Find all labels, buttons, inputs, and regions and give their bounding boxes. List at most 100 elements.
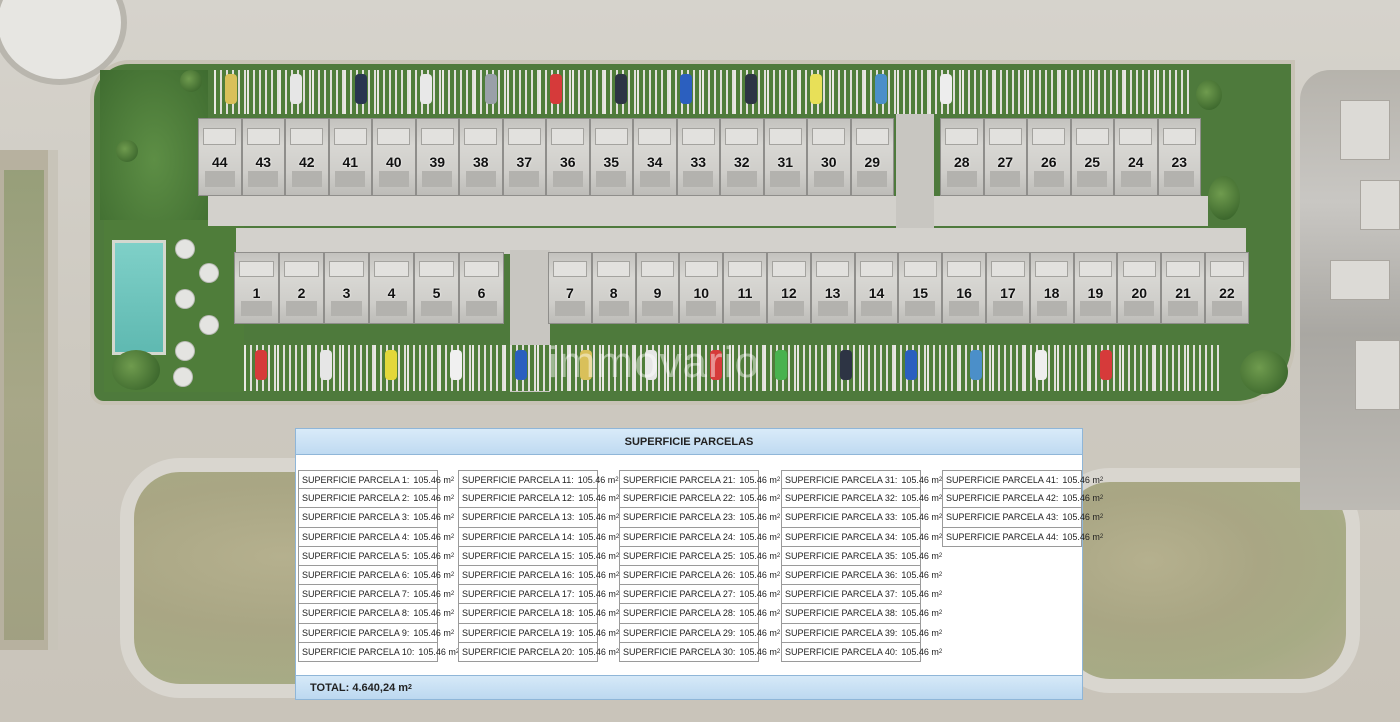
parking-space xyxy=(701,70,734,114)
left-verge xyxy=(4,170,44,640)
car-icon xyxy=(775,349,788,380)
parcel-area-value: 105.46 m xyxy=(739,550,777,561)
unit-superscript: 2 xyxy=(938,610,943,617)
parking-space xyxy=(439,345,472,391)
parcel-number: 3 xyxy=(342,285,351,302)
parcel-number: 39 xyxy=(429,153,446,170)
parcel-label: SUPERFICIE PARCELA 17: xyxy=(462,589,575,600)
parcel-number: 20 xyxy=(1131,285,1148,302)
house-parcel: 32 xyxy=(720,118,764,196)
parcel-label: SUPERFICIE PARCELA 39: xyxy=(785,627,898,638)
parcel-number: 30 xyxy=(820,153,837,170)
parcel-label: SUPERFICIE PARCELA 24: xyxy=(623,531,736,542)
parcel-label: SUPERFICIE PARCELA 37: xyxy=(785,589,898,600)
car-icon xyxy=(290,74,303,105)
parcel-number: 12 xyxy=(781,285,797,302)
parcel-number: 37 xyxy=(516,153,533,170)
car-icon xyxy=(615,74,628,105)
parcel-number: 27 xyxy=(997,153,1014,170)
parcel-label: SUPERFICIE PARCELA 42: xyxy=(946,493,1059,504)
parcel-area-value: 105.46 m xyxy=(413,550,451,561)
tree-icon xyxy=(112,350,160,390)
parking-space xyxy=(374,345,407,391)
parcel-number: 11 xyxy=(737,285,753,302)
parcel-area-value: 105.46 m xyxy=(901,550,939,561)
parcel-number: 16 xyxy=(956,285,972,302)
car-icon xyxy=(1100,349,1113,380)
parcel-number: 7 xyxy=(566,285,574,302)
parcel-area-value: 105.46 m xyxy=(739,512,777,523)
house-parcel: 13 xyxy=(810,252,855,324)
house-parcel: 24 xyxy=(1114,118,1158,196)
parcel-area-value: 105.46 m xyxy=(1062,493,1100,504)
car-icon xyxy=(225,74,238,105)
parcel-label: SUPERFICIE PARCELA 9: xyxy=(302,627,410,638)
parking-space xyxy=(1154,345,1187,391)
house-parcel: 35 xyxy=(589,118,633,196)
parcel-label: SUPERFICIE PARCELA 7: xyxy=(302,589,410,600)
building xyxy=(1360,180,1400,230)
parcel-number: 29 xyxy=(864,153,881,170)
parcel-label: SUPERFICIE PARCELA 6: xyxy=(302,570,410,581)
unit-superscript: 2 xyxy=(615,629,620,636)
parking-space xyxy=(734,70,767,114)
parcel-area-value: 105.46 m xyxy=(739,646,777,657)
car-icon xyxy=(940,74,953,105)
parcel-label: SUPERFICIE PARCELA 12: xyxy=(462,493,575,504)
tree-icon xyxy=(1208,176,1240,220)
parcel-area-value: 105.46 m xyxy=(1062,531,1100,542)
parcel-number: 25 xyxy=(1084,153,1101,170)
car-icon xyxy=(875,74,888,105)
unit-superscript: 2 xyxy=(938,495,943,502)
parcel-area-value: 105.46 m xyxy=(901,589,939,600)
parking-space xyxy=(276,345,309,391)
tree-icon xyxy=(116,140,138,162)
parking-space xyxy=(666,345,699,391)
parcel-number: 40 xyxy=(385,153,402,170)
parcel-number: 10 xyxy=(693,285,710,302)
parcel-area-value: 105.46 m xyxy=(413,608,451,619)
parking-space xyxy=(1026,70,1059,114)
unit-superscript: 2 xyxy=(938,533,943,540)
parcel-number: 2 xyxy=(297,285,306,302)
unit-superscript: 2 xyxy=(615,572,620,579)
parcel-area-value: 105.46 m xyxy=(901,531,939,542)
parcel-number: 23 xyxy=(1171,153,1188,170)
parcel-area-value: 105.46 m xyxy=(418,646,456,657)
parking-space xyxy=(829,345,862,391)
house-parcel: 17 xyxy=(985,252,1030,324)
unit-superscript: 2 xyxy=(615,610,620,617)
parcel-label: SUPERFICIE PARCELA 8: xyxy=(302,608,410,619)
parking-space xyxy=(1124,70,1157,114)
house-parcel: 18 xyxy=(1029,252,1074,324)
parcel-number: 9 xyxy=(653,285,662,302)
house-parcel: 15 xyxy=(898,252,943,324)
parking-space xyxy=(766,70,799,114)
house-parcel: 37 xyxy=(502,118,546,196)
unit-superscript: 2 xyxy=(450,533,455,540)
parcel-area-value: 105.46 m xyxy=(739,493,777,504)
parking-space xyxy=(929,70,962,114)
house-parcel: 14 xyxy=(854,252,899,324)
house-parcel: 7 xyxy=(548,252,592,324)
parking-space xyxy=(994,70,1027,114)
parcel-area-value: 105.46 m xyxy=(578,531,616,542)
parcel-label: SUPERFICIE PARCELA 31: xyxy=(785,474,898,485)
parking-space xyxy=(1156,70,1189,114)
